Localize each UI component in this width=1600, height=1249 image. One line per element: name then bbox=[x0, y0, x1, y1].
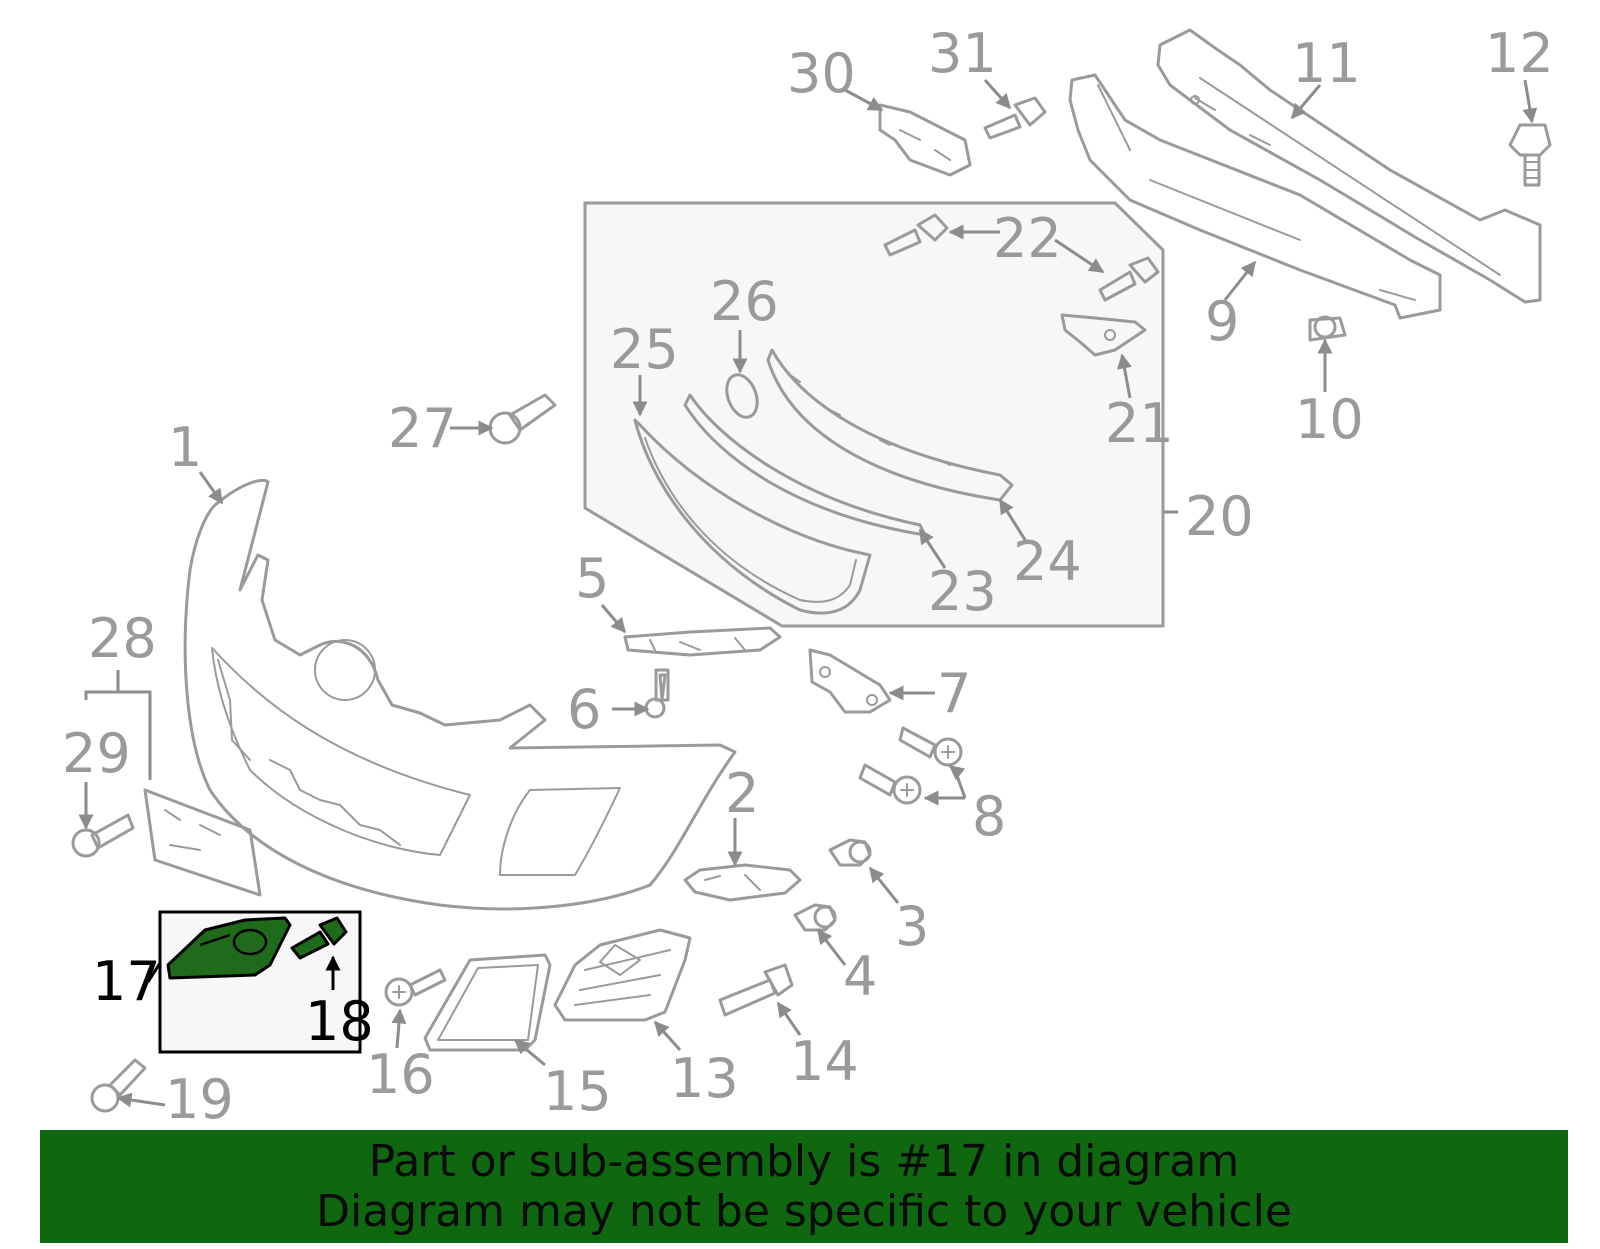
part-16-screw[interactable] bbox=[384, 968, 447, 1007]
leader-lines bbox=[78, 79, 1538, 1108]
callout-22: 22 bbox=[993, 207, 1062, 270]
part-19-bolt[interactable] bbox=[90, 1058, 147, 1113]
part-15-bezel[interactable] bbox=[423, 953, 552, 1052]
banner-line-1: Part or sub-assembly is #17 in diagram bbox=[368, 1135, 1240, 1187]
part-17-fog-lamp-cover[interactable] bbox=[166, 916, 292, 980]
part-25-grille-frame[interactable] bbox=[633, 418, 872, 615]
callout-5: 5 bbox=[575, 547, 609, 610]
part-10-clip[interactable] bbox=[1308, 315, 1347, 342]
callout-10: 10 bbox=[1295, 388, 1364, 451]
grille-assembly-box bbox=[583, 201, 1178, 628]
part-29-bolt[interactable] bbox=[71, 813, 135, 858]
part-18-screw[interactable] bbox=[290, 916, 348, 960]
callout-15: 15 bbox=[543, 1060, 612, 1123]
callout-18: 18 bbox=[305, 990, 374, 1053]
part-4-clip[interactable] bbox=[793, 903, 837, 932]
part-2-bracket[interactable] bbox=[683, 863, 802, 902]
part-26-emblem[interactable] bbox=[721, 371, 762, 422]
callout-9: 9 bbox=[1205, 290, 1239, 353]
callout-7: 7 bbox=[937, 662, 971, 725]
callout-4: 4 bbox=[843, 945, 877, 1008]
callout-6: 6 bbox=[567, 678, 601, 741]
callout-16: 16 bbox=[366, 1043, 435, 1106]
part-9-absorber[interactable] bbox=[1068, 73, 1442, 320]
part-8-screws[interactable] bbox=[858, 726, 963, 805]
part-6-screw[interactable] bbox=[644, 668, 670, 719]
callout-13: 13 bbox=[670, 1047, 739, 1110]
callout-17: 17 bbox=[92, 950, 161, 1013]
part-30-bracket[interactable] bbox=[878, 103, 972, 177]
callout-12: 12 bbox=[1485, 22, 1554, 85]
part-14-bolt[interactable] bbox=[718, 963, 794, 1017]
callout-29: 29 bbox=[62, 722, 131, 785]
part-12-bolt[interactable] bbox=[1508, 123, 1552, 187]
callout-11: 11 bbox=[1292, 32, 1361, 95]
part-27-clip[interactable] bbox=[488, 393, 557, 445]
callout-21: 21 bbox=[1105, 392, 1174, 455]
banner-line-2: Diagram may not be specific to your vehi… bbox=[316, 1185, 1292, 1237]
callout-19: 19 bbox=[165, 1068, 234, 1131]
part-31-screw[interactable] bbox=[983, 96, 1047, 140]
part-22-screws[interactable] bbox=[883, 213, 1160, 302]
callout-23: 23 bbox=[928, 560, 997, 623]
callout-8: 8 bbox=[972, 785, 1006, 848]
callout-27: 27 bbox=[388, 397, 457, 460]
part-28-license-bracket[interactable] bbox=[143, 788, 262, 897]
info-banner: Part or sub-assembly is #17 in diagram D… bbox=[40, 1130, 1568, 1243]
callout-labels: 1 2 3 4 5 6 7 8 9 10 11 12 13 14 15 16 1… bbox=[62, 22, 1554, 1131]
part-21-bracket[interactable] bbox=[1060, 313, 1147, 357]
callout-20: 20 bbox=[1185, 485, 1254, 548]
callout-28: 28 bbox=[88, 607, 157, 670]
part-3-clip[interactable] bbox=[828, 838, 872, 867]
callout-3: 3 bbox=[895, 895, 929, 958]
callout-26: 26 bbox=[710, 270, 779, 333]
part-13-fog-grille[interactable] bbox=[553, 928, 692, 1022]
part-1-bumper-cover[interactable] bbox=[183, 478, 737, 911]
callout-24: 24 bbox=[1013, 530, 1082, 593]
callout-31: 31 bbox=[928, 22, 997, 85]
callout-14: 14 bbox=[790, 1030, 859, 1093]
part-5-bracket[interactable] bbox=[623, 626, 782, 657]
part-11-reinforcement[interactable] bbox=[1156, 28, 1542, 304]
callout-30: 30 bbox=[787, 42, 856, 105]
callout-2: 2 bbox=[725, 762, 759, 825]
part-7-bracket[interactable] bbox=[808, 648, 892, 714]
callout-25: 25 bbox=[610, 318, 679, 381]
callout-1: 1 bbox=[168, 416, 202, 479]
